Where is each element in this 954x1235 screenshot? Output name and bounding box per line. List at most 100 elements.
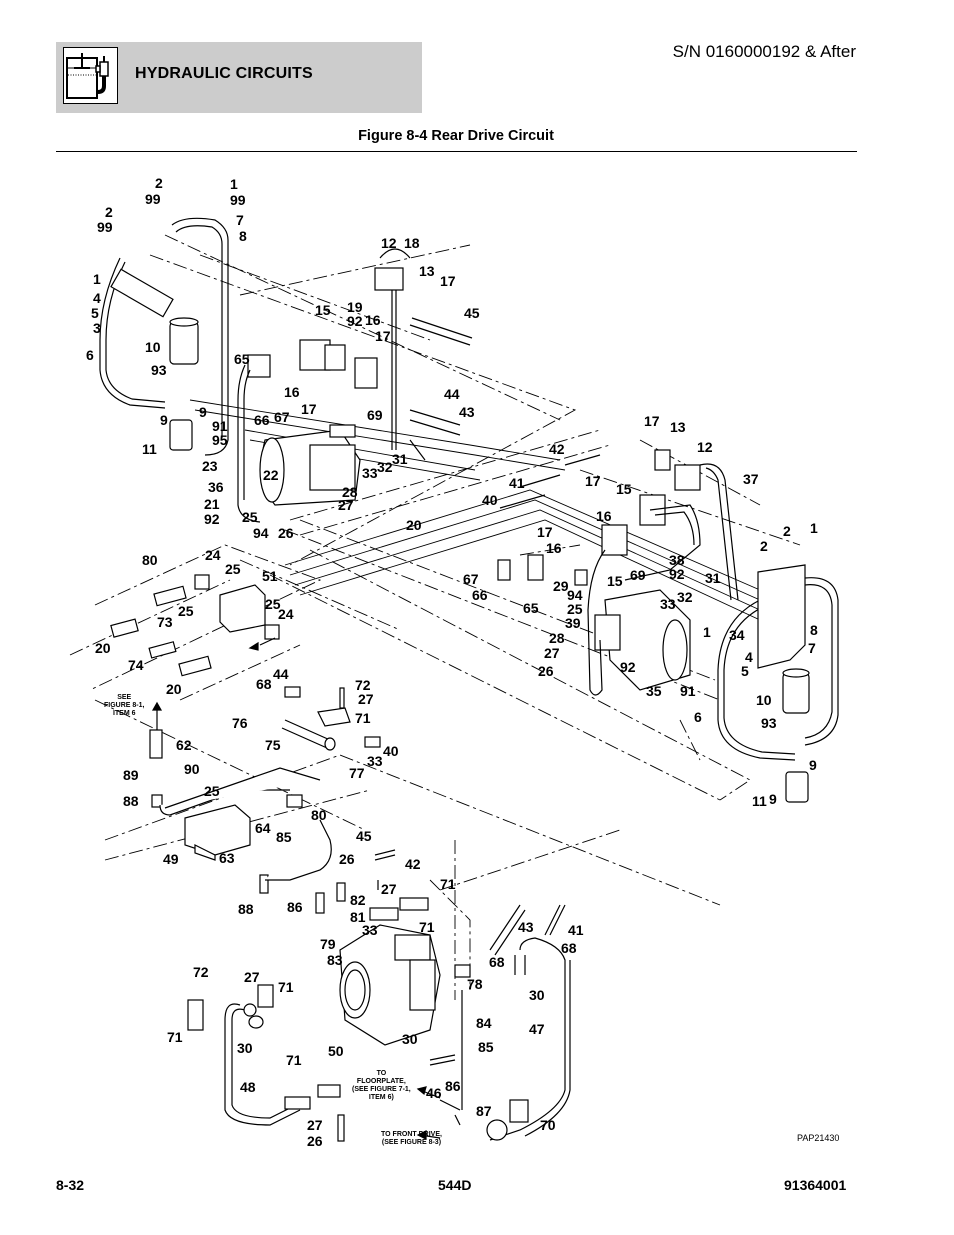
callout-item-27: 27 xyxy=(358,691,374,707)
section-title: HYDRAULIC CIRCUITS xyxy=(135,65,313,82)
callout-item-92: 92 xyxy=(347,313,363,329)
callout-item-41: 41 xyxy=(509,475,525,491)
callout-item-99: 99 xyxy=(230,192,246,208)
page-number: 8-32 xyxy=(56,1177,85,1193)
callout-item-72: 72 xyxy=(355,677,371,693)
callout-item-94: 94 xyxy=(253,525,269,541)
callout-item-69: 69 xyxy=(367,407,383,423)
callout-item-8: 8 xyxy=(810,622,818,638)
callout-item-6: 6 xyxy=(86,347,94,363)
figure-title: Figure 8-4 Rear Drive Circuit xyxy=(358,128,554,144)
callout-item-38: 38 xyxy=(669,552,685,568)
callout-item-89: 89 xyxy=(123,767,139,783)
callout-item-10: 10 xyxy=(145,339,161,355)
callout-item-67: 67 xyxy=(274,409,290,425)
callout-item-1: 1 xyxy=(703,624,711,640)
callout-item-72: 72 xyxy=(193,964,209,980)
callout-item-22: 22 xyxy=(263,467,279,483)
callout-item-30: 30 xyxy=(237,1040,253,1056)
callout-item-17: 17 xyxy=(301,401,317,417)
callout-item-5: 5 xyxy=(741,663,749,679)
callout-item-26: 26 xyxy=(278,525,294,541)
callout-item-65: 65 xyxy=(523,600,539,616)
callout-item-45: 45 xyxy=(356,828,372,844)
callout-item-13: 13 xyxy=(670,419,686,435)
callout-item-32: 32 xyxy=(677,589,693,605)
callout-item-21: 21 xyxy=(204,496,220,512)
callout-item-42: 42 xyxy=(549,441,565,457)
callout-item-13: 13 xyxy=(419,263,435,279)
callout-item-23: 23 xyxy=(202,458,218,474)
callout-item-9: 9 xyxy=(160,412,168,428)
callout-item-66: 66 xyxy=(254,412,270,428)
callout-item-77: 77 xyxy=(349,765,365,781)
callout-item-85: 85 xyxy=(276,829,292,845)
callout-item-92: 92 xyxy=(669,566,685,582)
callout-item-65: 65 xyxy=(234,351,250,367)
callout-item-88: 88 xyxy=(238,901,254,917)
callout-item-71: 71 xyxy=(440,876,456,892)
callout-item-1: 1 xyxy=(810,520,818,536)
callout-item-7: 7 xyxy=(236,212,244,228)
callout-item-46: 46 xyxy=(426,1085,442,1101)
callout-item-25: 25 xyxy=(225,561,241,577)
callout-item-31: 31 xyxy=(392,451,408,467)
manifold-tube xyxy=(281,686,381,751)
callout-item-49: 49 xyxy=(163,851,179,867)
callout-item-35: 35 xyxy=(646,683,662,699)
filter-bodies xyxy=(110,268,810,803)
note-line: TO xyxy=(376,1070,387,1077)
document-number: 91364001 xyxy=(784,1177,847,1193)
callout-item-24: 24 xyxy=(278,606,294,622)
callout-item-93: 93 xyxy=(151,362,167,378)
callout-item-83: 83 xyxy=(327,952,343,968)
callout-item-20: 20 xyxy=(95,640,111,656)
note-line: FLOORPLATE, xyxy=(356,1078,406,1085)
hydraulic-reservoir-pump-icon xyxy=(63,47,118,104)
callout-item-64: 64 xyxy=(255,820,271,836)
header-divider xyxy=(56,151,857,152)
callout-item-43: 43 xyxy=(459,404,475,420)
callout-item-87: 87 xyxy=(476,1103,492,1119)
tube-clamps xyxy=(187,984,345,1142)
model-number: 544D xyxy=(438,1177,472,1193)
callout-item-80: 80 xyxy=(311,807,327,823)
callout-item-25: 25 xyxy=(204,783,220,799)
callout-item-28: 28 xyxy=(549,630,565,646)
callout-item-86: 86 xyxy=(445,1078,461,1094)
callout-item-25: 25 xyxy=(242,509,258,525)
callout-item-37: 37 xyxy=(743,471,759,487)
callout-item-71: 71 xyxy=(167,1029,183,1045)
callout-item-75: 75 xyxy=(265,737,281,753)
callout-item-81: 81 xyxy=(350,909,366,925)
callout-item-44: 44 xyxy=(273,666,289,682)
callout-item-62: 62 xyxy=(176,737,192,753)
callout-item-16: 16 xyxy=(284,384,300,400)
callout-item-25: 25 xyxy=(265,596,281,612)
callout-item-20: 20 xyxy=(406,517,422,533)
callout-item-92: 92 xyxy=(620,659,636,675)
callout-item-50: 50 xyxy=(328,1043,344,1059)
callout-item-40: 40 xyxy=(383,743,399,759)
callout-item-93: 93 xyxy=(761,715,777,731)
callout-item-99: 99 xyxy=(97,219,113,235)
callout-item-82: 82 xyxy=(350,892,366,908)
callout-item-66: 66 xyxy=(472,587,488,603)
callout-item-4: 4 xyxy=(745,649,753,665)
callout-item-11: 11 xyxy=(142,441,157,457)
right-drive-motor xyxy=(497,449,701,691)
callout-item-33: 33 xyxy=(367,753,383,769)
callout-item-27: 27 xyxy=(544,645,560,661)
note-line: ITEM 6) xyxy=(368,1094,394,1101)
callout-item-76: 76 xyxy=(232,715,248,731)
callout-item-16: 16 xyxy=(365,312,381,328)
callout-item-9: 9 xyxy=(199,404,207,420)
left-drive-motor xyxy=(247,267,404,506)
callout-item-20: 20 xyxy=(166,681,182,697)
figure-reference-code: PAP21430 xyxy=(797,1133,840,1143)
callout-item-91: 91 xyxy=(680,683,696,699)
callout-item-40: 40 xyxy=(482,492,498,508)
callout-item-30: 30 xyxy=(402,1031,418,1047)
callout-item-26: 26 xyxy=(538,663,554,679)
